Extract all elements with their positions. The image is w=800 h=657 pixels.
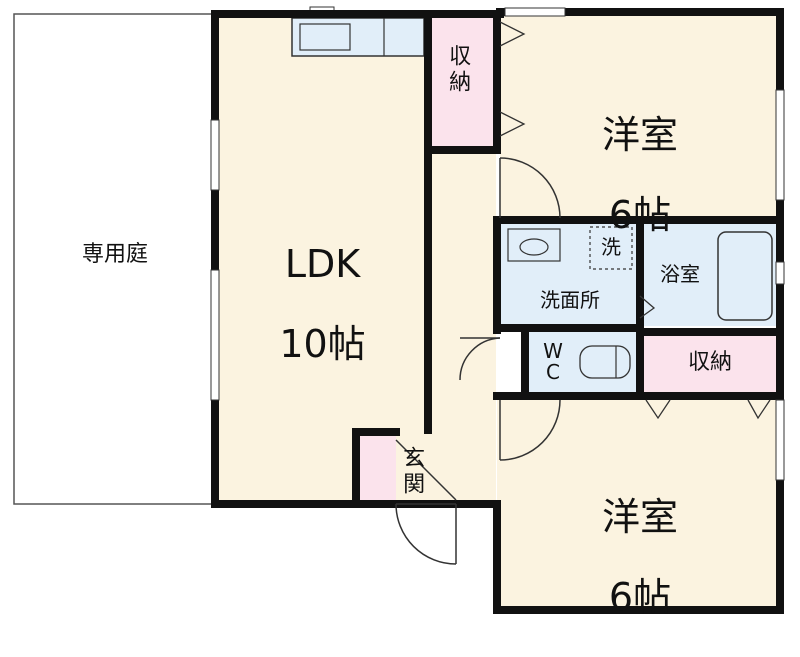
storage-mid-floor	[643, 334, 780, 394]
bedroom-top-name: 洋室	[601, 112, 678, 157]
storage-top-label: 収納	[445, 44, 471, 96]
doors	[395, 157, 561, 565]
bedroom-bottom-name: 洋室	[601, 494, 678, 539]
entrance-label: 玄関	[399, 446, 425, 498]
storage-top-floor	[432, 14, 496, 150]
bathtub	[717, 231, 773, 321]
bedroom-top-size: 6帖	[608, 192, 672, 237]
ldk-label: LDK 10帖	[250, 205, 395, 404]
floor-plan	[13, 6, 785, 614]
walls	[211, 8, 784, 614]
ldk-size: 10帖	[279, 321, 366, 366]
washer-space	[589, 226, 633, 270]
toilet-fixture	[579, 345, 631, 379]
washroom-label: 洗面所	[540, 288, 600, 312]
washbasin	[507, 228, 561, 262]
hall-floor	[428, 150, 496, 504]
sliding-door-mark	[639, 295, 656, 319]
entrance-floor	[360, 432, 396, 504]
closet-doors	[499, 21, 771, 420]
bedroom-top-floor	[500, 14, 780, 220]
storage-mid-label: 収納	[687, 350, 732, 375]
toilet-label: W C	[543, 339, 563, 384]
bedroom-bottom-size: 6帖	[608, 574, 672, 619]
ldk-name: LDK	[284, 241, 361, 286]
garden-label: 専用庭	[81, 242, 148, 267]
bedroom-bottom-floor	[497, 397, 780, 610]
bedroom-top-label: 洋室 6帖	[565, 76, 715, 275]
kitchen-sink	[299, 23, 351, 51]
bathroom-label: 浴室	[660, 262, 700, 286]
washer-label: 洗	[601, 235, 621, 259]
ldk-floor	[215, 14, 428, 504]
windows	[210, 7, 785, 481]
garden-area	[13, 13, 216, 505]
bedroom-bottom-label: 洋室 6帖	[565, 458, 715, 657]
